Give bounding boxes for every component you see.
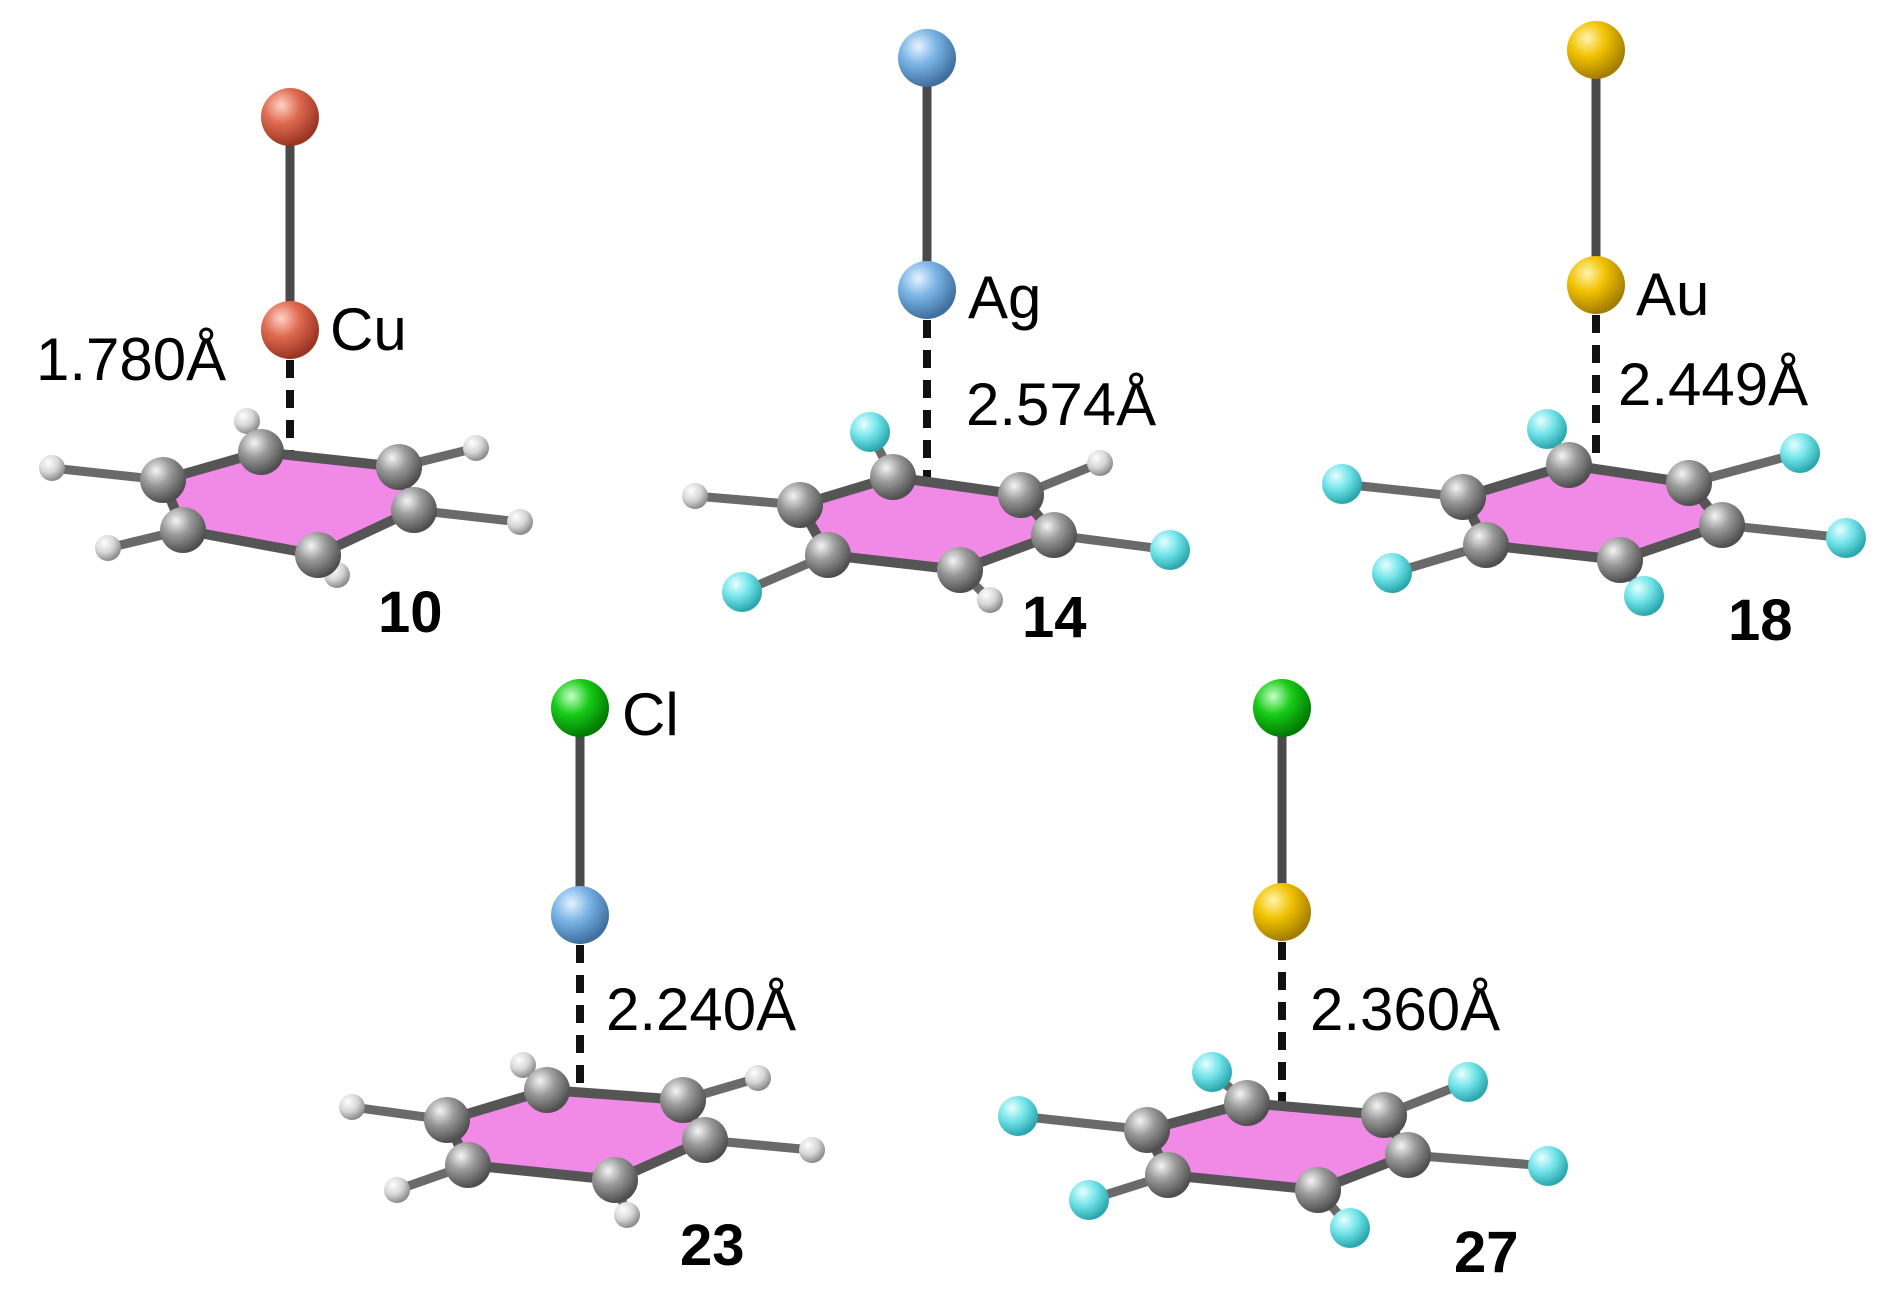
molecule-23: Cl 2.240Å 23 xyxy=(339,679,825,1278)
distance-label: 1.780Å xyxy=(36,326,226,393)
carbon-atom xyxy=(777,482,823,528)
fluorine-atom xyxy=(1624,576,1664,616)
carbon-atom xyxy=(1295,1167,1341,1213)
hydrogen-atom xyxy=(614,1202,640,1228)
hydrogen-atom xyxy=(95,535,121,561)
hydrogen-atom xyxy=(234,408,260,434)
atom-label: Ag xyxy=(968,264,1041,331)
carbon-atom xyxy=(1031,512,1077,558)
carbon-atom xyxy=(1597,537,1643,583)
fluorine-atom xyxy=(1069,1180,1109,1220)
fluorine-atom xyxy=(1527,409,1567,449)
carbon-atom xyxy=(391,487,437,533)
carbon-atom xyxy=(140,457,186,503)
carbon-atom xyxy=(1124,1107,1170,1153)
hydrogen-atom xyxy=(510,1052,536,1078)
carbon-atom xyxy=(1361,1092,1407,1138)
fluorine-atom xyxy=(1448,1062,1488,1102)
carbon-atom xyxy=(870,454,916,500)
distance-label: 2.449Å xyxy=(1618,351,1808,418)
fluorine-atom xyxy=(1150,530,1190,570)
distance-label: 2.240Å xyxy=(606,976,796,1043)
carbon-atom xyxy=(1463,522,1509,568)
distance-label: 2.574Å xyxy=(966,371,1156,438)
carbon-atom xyxy=(1699,502,1745,548)
hydrogen-atom xyxy=(977,587,1003,613)
hydrogen-atom xyxy=(745,1065,771,1091)
metal-atom xyxy=(1253,883,1311,941)
carbon-atom xyxy=(1385,1132,1431,1178)
carbon-atom xyxy=(1666,460,1712,506)
molecule-14: Ag 2.574Å 14 xyxy=(682,29,1190,650)
hydrogen-atom xyxy=(463,435,489,461)
carbon-atom xyxy=(1224,1080,1270,1126)
fluorine-atom xyxy=(1322,464,1362,504)
atom-label: Au xyxy=(1636,261,1709,328)
top-atom xyxy=(898,29,956,87)
carbon-atom xyxy=(160,507,206,553)
fluorine-atom xyxy=(1528,1146,1568,1186)
fluorine-atom xyxy=(722,572,762,612)
atom-label: Cu xyxy=(330,296,407,363)
carbon-atom xyxy=(682,1117,728,1163)
compound-number: 10 xyxy=(378,580,443,645)
top-atom xyxy=(551,679,609,737)
fluorine-atom xyxy=(850,412,890,452)
molecule-10: Cu 1.780Å 10 xyxy=(36,88,533,645)
carbon-atom xyxy=(1546,442,1592,488)
carbon-atom xyxy=(660,1077,706,1123)
hydrogen-atom xyxy=(39,455,65,481)
top-atom xyxy=(1567,21,1625,79)
hydrogen-atom xyxy=(339,1094,365,1120)
compound-number: 18 xyxy=(1728,588,1793,653)
carbon-atom xyxy=(1440,474,1486,520)
compound-number: 23 xyxy=(680,1213,745,1278)
hydrogen-atom xyxy=(384,1177,410,1203)
carbon-atom xyxy=(937,547,983,593)
compound-number: 27 xyxy=(1454,1220,1519,1285)
carbon-atom xyxy=(445,1142,491,1188)
fluorine-atom xyxy=(1192,1052,1232,1092)
fluorine-atom xyxy=(1330,1208,1370,1248)
fluorine-atom xyxy=(1780,433,1820,473)
fluorine-atom xyxy=(998,1096,1038,1136)
carbon-atom xyxy=(376,444,422,490)
carbon-atom xyxy=(998,472,1044,518)
molecule-27: 2.360Å 27 xyxy=(998,679,1568,1285)
hydrogen-atom xyxy=(799,1137,825,1163)
top-atom xyxy=(1253,679,1311,737)
carbon-atom xyxy=(424,1097,470,1143)
metal-atom xyxy=(898,261,956,319)
metal-atom xyxy=(551,886,609,944)
carbon-atom xyxy=(238,429,284,475)
compound-number: 14 xyxy=(1022,585,1087,650)
carbon-atom xyxy=(592,1157,638,1203)
distance-label: 2.360Å xyxy=(1310,976,1500,1043)
molecule-18: Au 2.449Å 18 xyxy=(1322,21,1866,653)
carbon-atom xyxy=(1145,1152,1191,1198)
top-atom xyxy=(261,88,319,146)
metal-atom xyxy=(261,301,319,359)
fluorine-atom xyxy=(1826,518,1866,558)
metal-atom xyxy=(1567,256,1625,314)
hydrogen-atom xyxy=(507,509,533,535)
carbon-atom xyxy=(295,532,341,578)
carbon-atom xyxy=(805,532,851,578)
carbon-atom xyxy=(524,1067,570,1113)
fluorine-atom xyxy=(1372,553,1412,593)
atom-label: Cl xyxy=(622,681,679,748)
hydrogen-atom xyxy=(682,483,708,509)
hydrogen-atom xyxy=(1087,450,1113,476)
